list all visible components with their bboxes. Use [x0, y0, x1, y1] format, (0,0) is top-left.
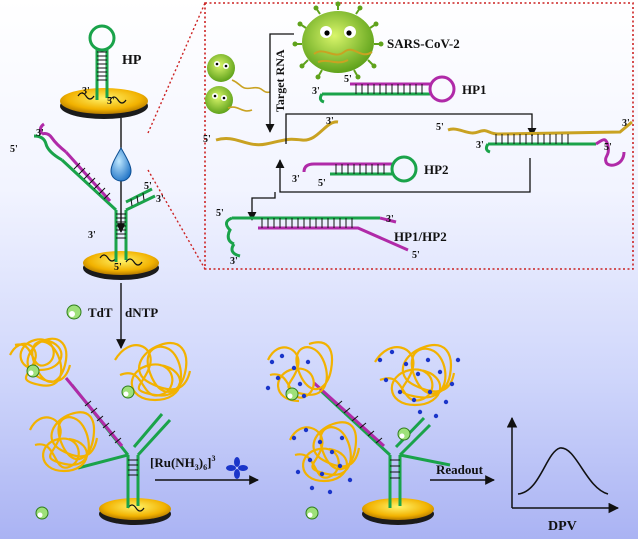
tdt-enzyme-icon	[305, 506, 319, 520]
elongated-y-group	[64, 377, 172, 525]
hp-loop	[88, 24, 116, 52]
target-rna-strand	[215, 120, 339, 147]
sample-drop-icon	[110, 147, 132, 182]
label-sars-cov-2: SARS-CoV-2	[387, 36, 460, 51]
label-ru-complex: [Ru(NH3)6]3	[150, 454, 215, 472]
tdt-enzyme-icon	[285, 387, 299, 401]
end-3: 3'	[312, 86, 320, 97]
end-5: 5'	[604, 142, 612, 153]
arrow-target-rna	[265, 33, 294, 133]
label-dpv: DPV	[548, 519, 577, 534]
hp1-hairpin	[318, 75, 456, 104]
y-junction-group: 5' 3' 5' 3' 3' 5'	[10, 122, 164, 280]
ru-hexaammine-icon	[226, 457, 248, 479]
small-virus-icon	[205, 86, 233, 114]
end-5: 5'	[203, 134, 211, 145]
end-3: 3'	[88, 230, 96, 241]
end-5: 5'	[114, 262, 122, 273]
end-5: 5'	[436, 122, 444, 133]
label-tdt: TdT	[88, 305, 113, 320]
end-3: 3'	[386, 214, 394, 225]
thiol-linker	[77, 92, 95, 100]
tdt-enzyme-icon	[397, 427, 411, 441]
end-3: 3'	[156, 194, 164, 205]
tdt-enzyme-icon	[121, 385, 135, 399]
end-5: 5'	[144, 181, 152, 192]
dpv-plot: DPV	[506, 416, 620, 534]
tdt-enzyme-icon	[35, 506, 49, 520]
gold-electrode	[362, 498, 434, 520]
arrow-to-hp1hp2	[247, 192, 276, 221]
end-3: 3'	[82, 86, 90, 97]
end-3: 3'	[476, 140, 484, 151]
label-hp2: HP2	[424, 162, 449, 177]
end-5: 5'	[10, 144, 18, 155]
hp-electrode-group: HP 3' 5'	[60, 24, 148, 119]
cycle-arrow-lower	[275, 158, 531, 193]
end-3: 3'	[36, 128, 44, 139]
hp2-hairpin	[302, 155, 418, 183]
dpv-peak-curve	[517, 447, 609, 495]
end-5: 5'	[344, 74, 352, 85]
label-hp1-hp2: HP1/HP2	[394, 229, 447, 244]
end-3: 3'	[622, 118, 630, 129]
label-hp1: HP1	[462, 82, 487, 97]
end-3: 3'	[292, 174, 300, 185]
gold-electrode	[60, 88, 148, 114]
rna-hp1-duplex	[447, 120, 633, 167]
thiol-linker	[109, 96, 127, 104]
end-5: 5'	[318, 178, 326, 189]
end-3: 3'	[326, 116, 334, 127]
ru-loaded-y-group	[312, 381, 451, 525]
label-readout: Readout	[436, 462, 484, 477]
gold-electrode	[83, 251, 159, 275]
zoom-line-top	[147, 2, 206, 134]
hp1-hp2-duplex	[225, 216, 409, 258]
bound-ru-markers	[265, 349, 461, 495]
ru-loaded-tangles	[266, 341, 456, 483]
zoom-line-bottom	[147, 169, 206, 270]
tdt-enzyme-icon	[66, 304, 82, 320]
gold-electrode	[99, 498, 171, 520]
label-dntp: dNTP	[125, 305, 158, 320]
tdt-extension-tangles	[9, 337, 192, 473]
tdt-enzyme-icon	[26, 364, 40, 378]
end-3: 3'	[230, 256, 238, 267]
small-virus-icon	[207, 54, 235, 82]
end-5: 5'	[216, 208, 224, 219]
label-target-rna: Target RNA	[273, 49, 287, 112]
label-hp: HP	[122, 53, 142, 68]
released-rna	[231, 79, 271, 94]
end-5: 5'	[107, 96, 115, 107]
sars-cov-2-virus-icon	[292, 1, 384, 80]
end-5: 5'	[412, 250, 420, 261]
cycle-arrow-upper	[285, 113, 537, 144]
